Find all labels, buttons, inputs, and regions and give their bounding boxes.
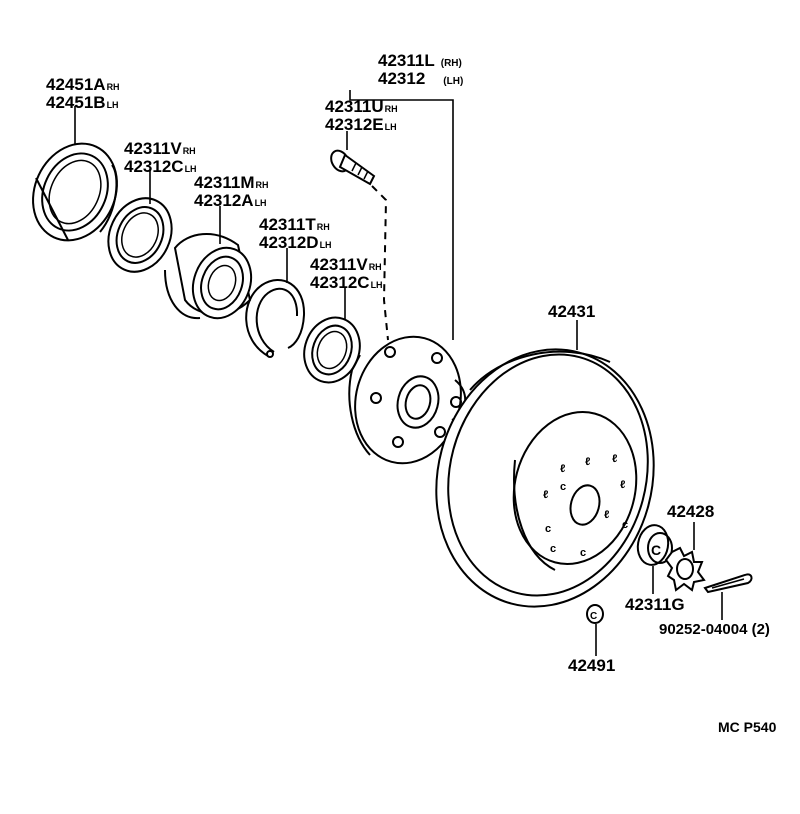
part-number: 42312C bbox=[310, 273, 370, 292]
side-marker: (LH) bbox=[443, 76, 464, 87]
part-number: 42451A bbox=[46, 75, 106, 94]
svg-text:ℓ: ℓ bbox=[543, 489, 548, 501]
svg-text:ℓ: ℓ bbox=[560, 463, 565, 475]
bolt-guide-dashed-line bbox=[371, 185, 389, 341]
part-number: 42312A bbox=[194, 191, 254, 210]
part-number: 42311T bbox=[259, 215, 316, 234]
side-marker: LH bbox=[384, 122, 397, 132]
part-number: 42312C bbox=[124, 157, 184, 176]
part-number: 42312D bbox=[259, 233, 319, 252]
side-marker: RH bbox=[316, 222, 330, 232]
side-marker: LH bbox=[319, 240, 332, 250]
side-marker: RH bbox=[384, 104, 398, 114]
side-marker: RH bbox=[255, 180, 269, 190]
part-number: 42451B bbox=[46, 93, 106, 112]
svg-text:c: c bbox=[622, 519, 628, 531]
cotter-pin bbox=[703, 573, 753, 594]
side-marker: RH bbox=[106, 82, 120, 92]
label-axle-hub: 42311L (RH) 42312 (LH) bbox=[378, 52, 463, 87]
label-hub-nut: 42311G bbox=[625, 595, 685, 614]
svg-text:c: c bbox=[545, 523, 551, 535]
outer-bearing-race bbox=[107, 197, 173, 273]
side-marker: (RH) bbox=[440, 58, 462, 69]
figure-code: MC P540 bbox=[718, 719, 777, 735]
part-number: 42312 bbox=[378, 69, 426, 88]
svg-text:ℓ: ℓ bbox=[612, 453, 617, 465]
grease-cap: C bbox=[586, 604, 604, 624]
brake-disc: ℓ ℓ ℓ ℓ ℓ ℓ c c c c c bbox=[435, 348, 655, 608]
svg-text:c: c bbox=[560, 481, 566, 493]
nut-lock-cap bbox=[664, 546, 706, 592]
side-marker: RH bbox=[368, 262, 382, 272]
wheel-bearing bbox=[164, 232, 253, 320]
side-marker: LH bbox=[370, 280, 383, 290]
side-marker: RH bbox=[182, 146, 196, 156]
label-outer-oil-seal: 42451ARH 42451BLH bbox=[46, 76, 120, 111]
outer-oil-seal bbox=[32, 142, 118, 242]
side-marker: LH bbox=[254, 198, 267, 208]
inner-bearing-race bbox=[303, 316, 361, 384]
label-brake-disc: 42431 bbox=[548, 302, 596, 321]
svg-text:C: C bbox=[651, 542, 661, 558]
part-number: 42312E bbox=[325, 115, 384, 134]
label-wheel-bearing: 42311MRH 42312ALH bbox=[194, 174, 269, 209]
hub-bolt bbox=[330, 149, 376, 186]
part-number: 42311L bbox=[378, 51, 435, 70]
label-hub-bolt: 42311URH 42312ELH bbox=[325, 98, 398, 133]
label-nut-lock-cap: 42428 bbox=[667, 502, 715, 521]
axle-hub bbox=[348, 335, 467, 465]
svg-text:ℓ: ℓ bbox=[604, 509, 609, 521]
svg-text:ℓ: ℓ bbox=[585, 456, 590, 468]
part-number: 42311V bbox=[310, 255, 368, 274]
svg-text:c: c bbox=[580, 547, 586, 559]
leader-lines bbox=[74, 90, 723, 656]
hub-nut: C bbox=[636, 524, 673, 566]
label-outer-bearing-race: 42311VRH 42312CLH bbox=[124, 140, 197, 175]
snap-ring bbox=[245, 279, 306, 358]
svg-text:c: c bbox=[550, 543, 556, 555]
part-number: 42311U bbox=[325, 97, 384, 116]
side-marker: LH bbox=[184, 164, 197, 174]
svg-text:C: C bbox=[590, 611, 597, 622]
label-cotter-pin: 90252-04004 (2) bbox=[659, 621, 770, 638]
label-inner-bearing-race: 42311VRH 42312CLH bbox=[310, 256, 383, 291]
part-number: 42311V bbox=[124, 139, 182, 158]
label-snap-ring: 42311TRH 42312DLH bbox=[259, 216, 332, 251]
svg-text:ℓ: ℓ bbox=[620, 479, 625, 491]
label-grease-cap: 42491 bbox=[568, 656, 616, 675]
part-number: 42311M bbox=[194, 173, 255, 192]
side-marker: LH bbox=[106, 100, 119, 110]
